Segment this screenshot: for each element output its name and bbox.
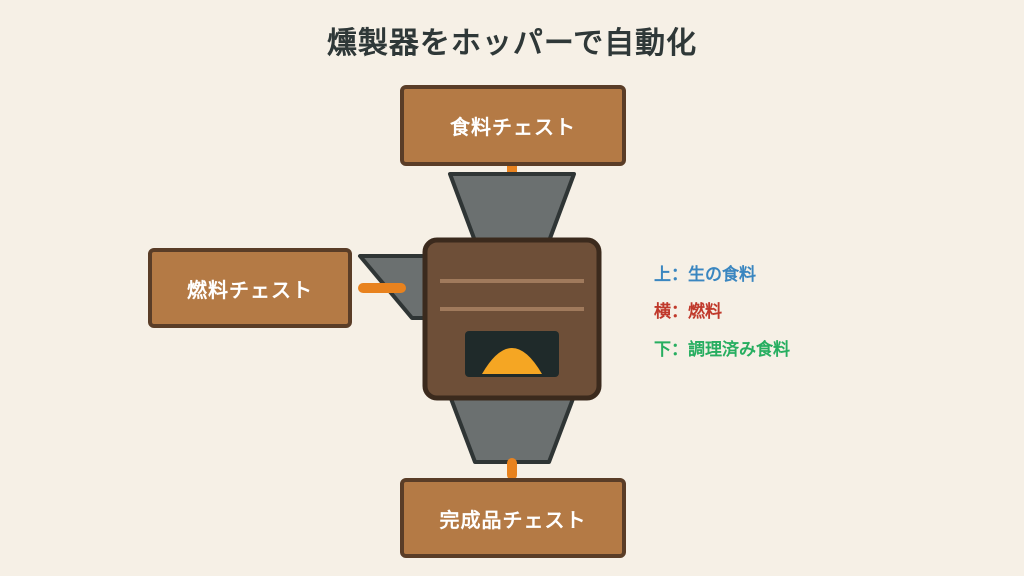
- fuel-chest: 燃料チェスト: [148, 248, 352, 328]
- smoker-stripe: [440, 307, 584, 311]
- smoker: [422, 237, 602, 401]
- smoker-stripe: [440, 279, 584, 283]
- legend-top: 上：生の食料: [654, 265, 756, 285]
- flame-icon: [482, 348, 542, 374]
- food-chest: 食料チェスト: [400, 85, 626, 166]
- page-title: 燻製器をホッパーで自動化: [326, 26, 698, 61]
- top-hopper: [448, 172, 576, 243]
- side-connector: [358, 283, 406, 293]
- fuel-chest-label: 燃料チェスト: [187, 277, 313, 302]
- bottom-connector: [507, 458, 517, 480]
- output-chest: 完成品チェスト: [400, 478, 626, 558]
- food-chest-label: 食料チェスト: [450, 115, 576, 139]
- legend-bottom: 下：調理済み食料: [654, 340, 790, 360]
- bottom-hopper: [448, 394, 576, 464]
- legend-side: 横：燃料: [654, 302, 722, 322]
- output-chest-label: 完成品チェスト: [439, 507, 587, 532]
